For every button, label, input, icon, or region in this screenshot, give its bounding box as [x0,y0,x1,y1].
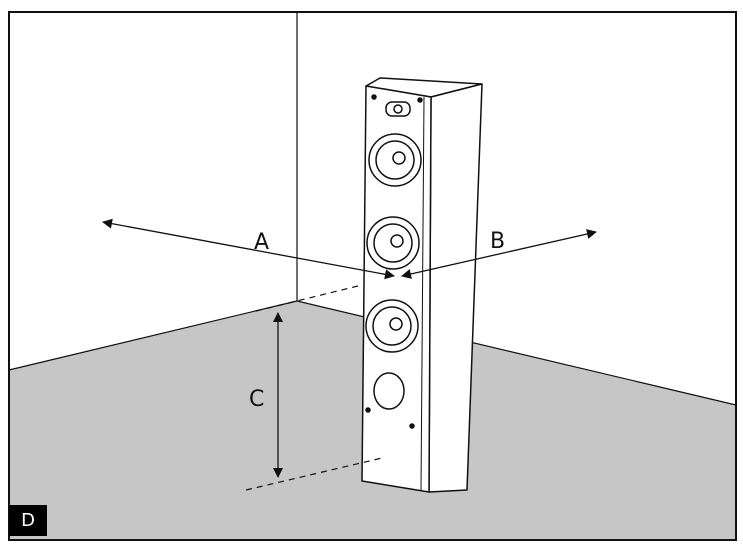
projection-line-bottom [245,457,383,491]
dimension-b-arrow [401,229,597,279]
floor-wall-edge-left [8,300,298,371]
label-a: A [254,230,269,255]
projection-line-top [255,284,363,312]
bass-port-icon [373,372,405,410]
label-c: C [249,387,264,412]
panel-letter-badge: D [9,505,47,536]
diagram-frame [8,11,737,541]
label-b: B [490,229,505,254]
floorstanding-speaker [361,77,483,493]
dimension-a-arrow [102,218,395,280]
